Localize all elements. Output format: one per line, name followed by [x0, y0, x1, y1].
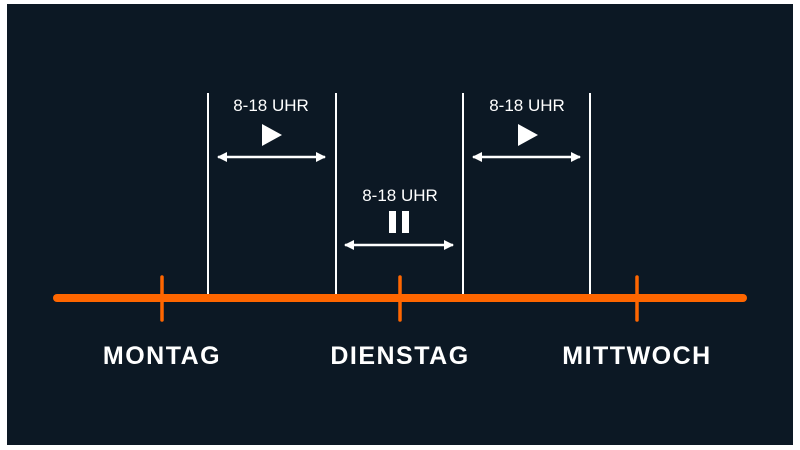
band-time-label: 8-18 UHR: [489, 96, 565, 115]
diagram-panel: [7, 4, 793, 445]
pause-icon: [389, 211, 396, 233]
day-label-monday: MONTAG: [103, 342, 221, 370]
pause-icon-bar: [402, 211, 409, 233]
play-icon: [262, 124, 282, 146]
day-label-wednesday: MITTWOCH: [562, 342, 711, 370]
band-time-label: 8-18 UHR: [233, 96, 309, 115]
band-time-label: 8-18 UHR: [362, 186, 438, 205]
play-icon: [518, 124, 538, 146]
day-label-tuesday: DIENSTAG: [330, 342, 469, 370]
